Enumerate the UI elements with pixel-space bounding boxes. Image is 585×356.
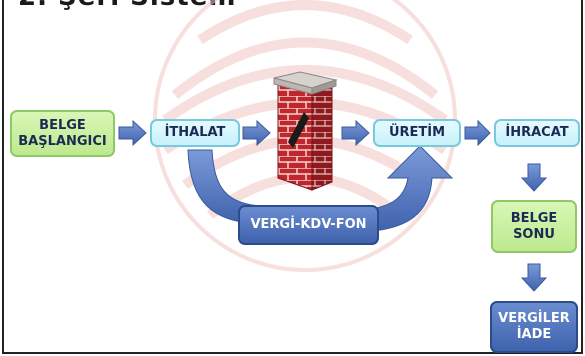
node-uretim: ÜRETİM <box>373 119 461 147</box>
arrow-right-icon <box>118 119 147 147</box>
curve-arrow-up-icon <box>359 145 454 233</box>
page-title: 2. Şeri Sistem <box>18 0 236 12</box>
brick-wall-icon <box>273 71 338 191</box>
node-ithalat: İTHALAT <box>150 119 240 147</box>
node-ihracat: İHRACAT <box>494 119 580 147</box>
node-vergi-kdv-fon: VERGİ-KDV-FON <box>238 205 379 245</box>
node-belge-sonu: BELGE SONU <box>491 200 577 253</box>
arrow-right-icon <box>341 119 370 147</box>
node-vergiler-iade: VERGİLER İADE <box>490 301 578 353</box>
arrow-right-icon <box>242 119 271 147</box>
arrow-right-icon <box>464 119 491 147</box>
arrow-down-icon <box>520 263 548 292</box>
arrow-down-icon <box>520 163 548 192</box>
node-belge-baslangici: BELGE BAŞLANGICI <box>10 110 115 157</box>
